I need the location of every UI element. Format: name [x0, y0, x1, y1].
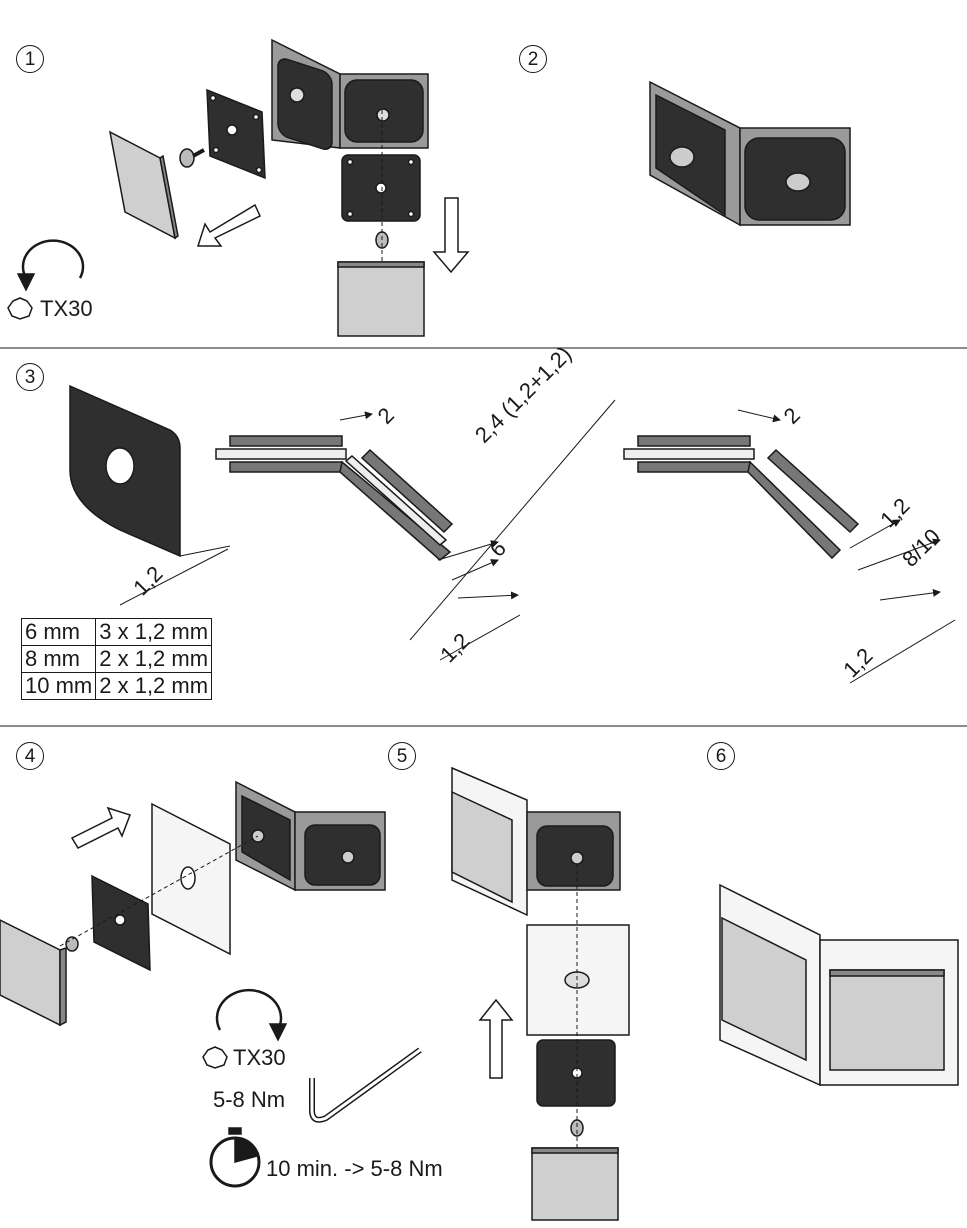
- step6-drawing: [719, 883, 959, 1087]
- step-number-4: 4: [16, 742, 44, 770]
- step-number-2: 2: [519, 45, 547, 73]
- table-cell-glass: 6 mm: [20, 618, 97, 646]
- up-arrow-icon: [478, 998, 514, 1079]
- table-cell-gasket: 2 x 1,2 mm: [95, 672, 213, 700]
- step5-drawing: [451, 766, 630, 1221]
- torx-icon: [7, 297, 33, 320]
- rotate-arrow-icon: [215, 988, 283, 1031]
- table-cell-gasket: 2 x 1,2 mm: [95, 645, 213, 673]
- table-row: 10 mm 2 x 1,2 mm: [20, 672, 213, 700]
- gasket-table: 6 mm 3 x 1,2 mm 8 mm 2 x 1,2 mm 10 mm 2 …: [20, 618, 213, 700]
- right-arrow-icon: [70, 806, 131, 849]
- driver-label-step4: TX30: [233, 1045, 286, 1070]
- torque-label: 5-8 Nm: [213, 1087, 286, 1112]
- lower-cover: [337, 261, 425, 337]
- step4-drawing: [0, 780, 422, 1188]
- table-row: 6 mm 3 x 1,2 mm: [20, 618, 213, 646]
- rotate-arrow-icon: [21, 239, 85, 279]
- down-arrow-icon: [432, 197, 470, 274]
- table-row: 8 mm 2 x 1,2 mm: [20, 645, 213, 673]
- table-cell-glass: 8 mm: [20, 645, 97, 673]
- step1-drawing: [7, 38, 470, 337]
- table-cell-gasket: 3 x 1,2 mm: [95, 618, 213, 646]
- driver-label-step1: TX30: [40, 296, 93, 321]
- step-number-1: 1: [16, 45, 44, 73]
- step2-drawing: [649, 80, 851, 227]
- step-number-3: 3: [16, 363, 44, 391]
- table-cell-glass: 10 mm: [20, 672, 97, 700]
- screw-icon: [179, 148, 205, 168]
- step-number-6: 6: [707, 742, 735, 770]
- step-number-5: 5: [388, 742, 416, 770]
- diagonal-arrow-icon: [196, 203, 261, 247]
- step3-drawing: [69, 384, 956, 684]
- torx-icon: [202, 1046, 228, 1069]
- timer-label: 10 min. -> 5-8 Nm: [266, 1156, 443, 1181]
